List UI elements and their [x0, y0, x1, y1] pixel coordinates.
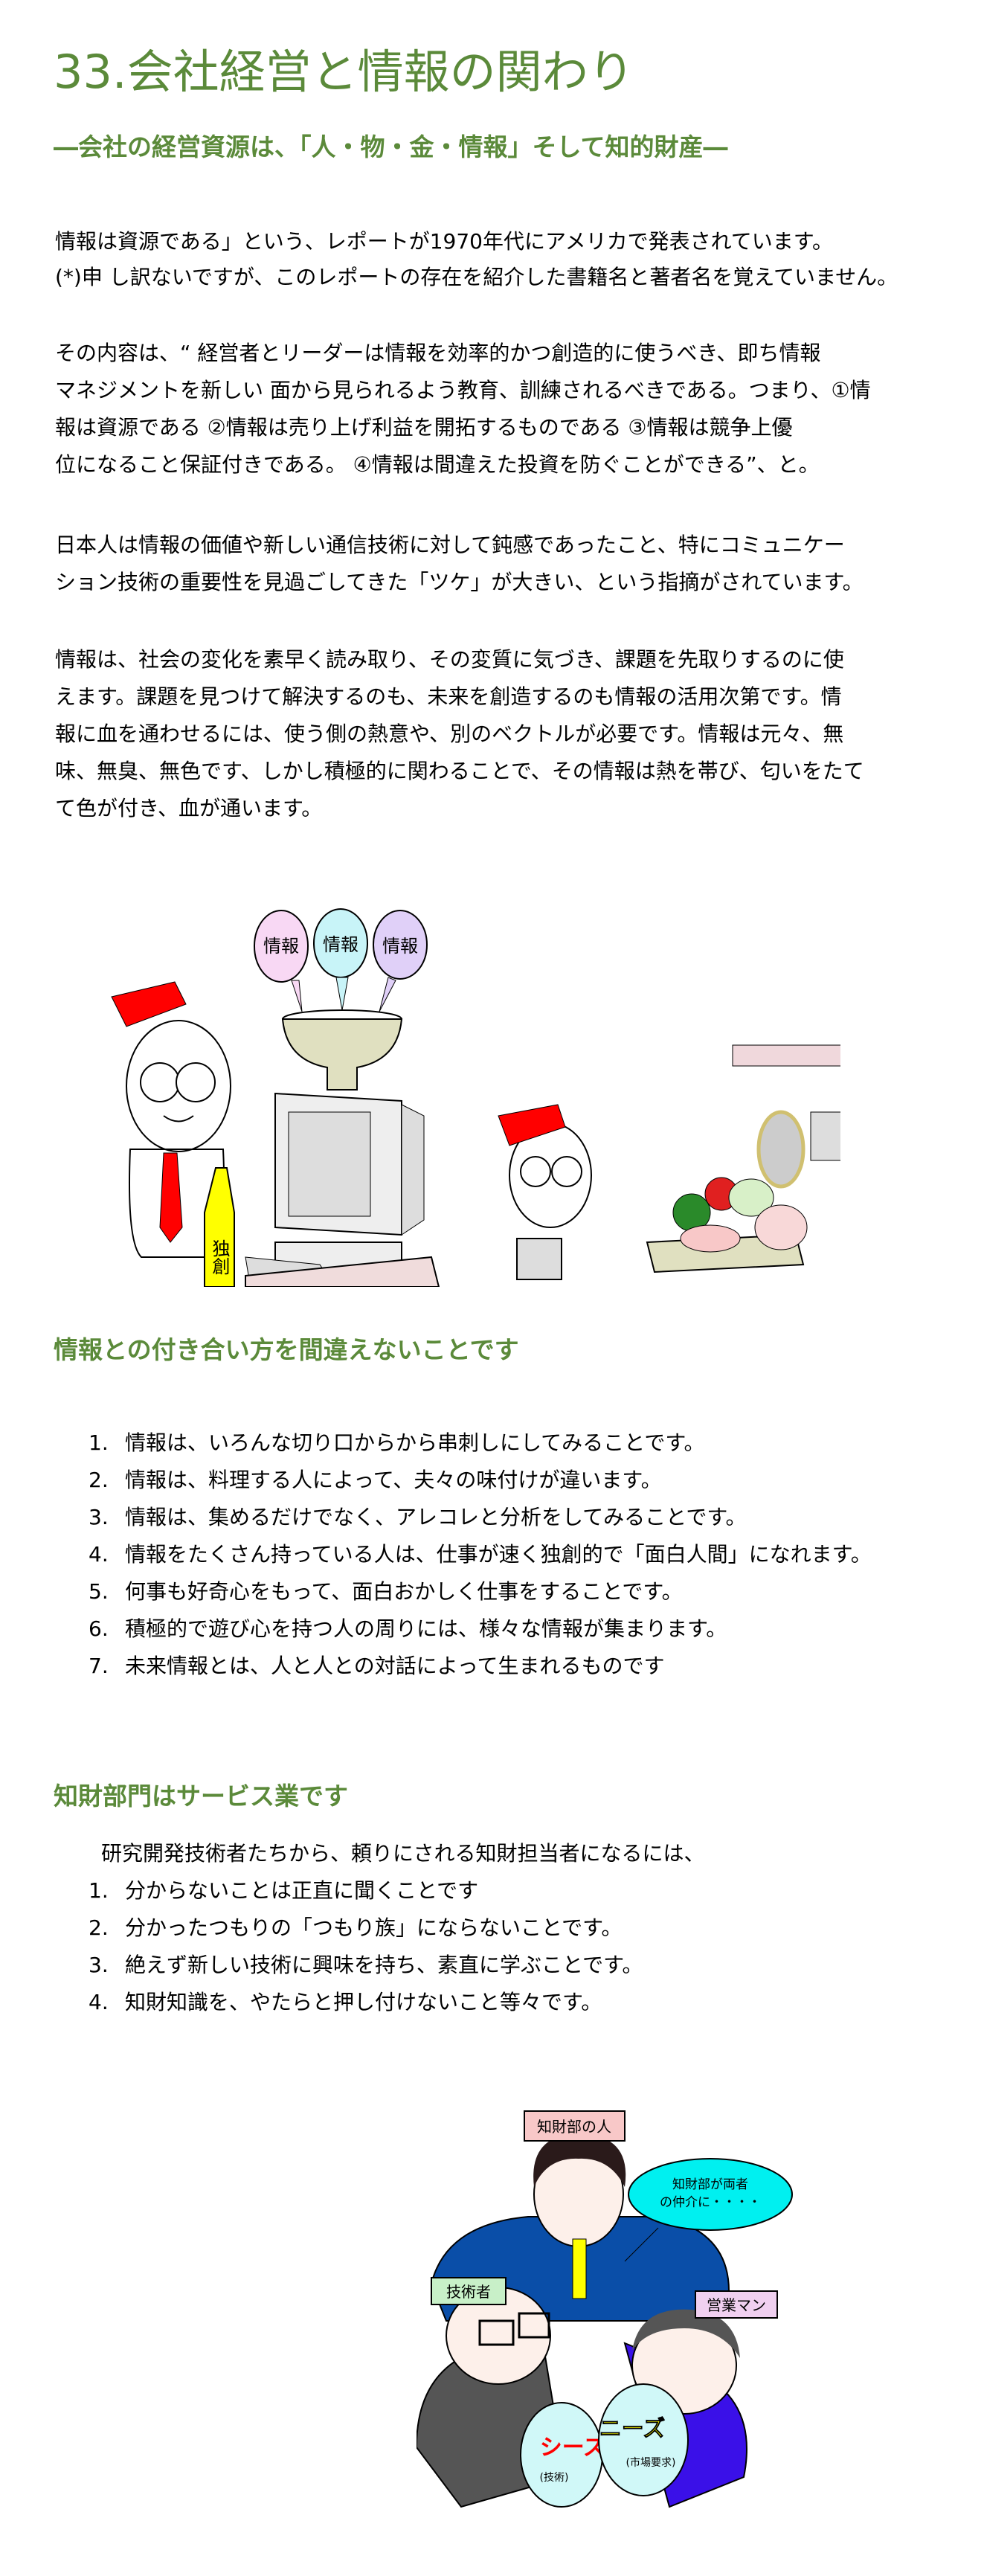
list-item: 知財知識を、やたらと押し付けないこと等々です。 [125, 1990, 602, 2014]
content-line: 報は資源である ②情報は売り上げ利益を開拓するものである ③情報は競争上優 [55, 415, 793, 440]
seeds-cloud: シーズ (技術) [520, 2402, 606, 2508]
list-item: 何事も好奇心をもって、面白おかしく仕事をすることです。 [125, 1579, 683, 1604]
funnel-computer [245, 1009, 440, 1287]
content-line: マネジメントを新しい 面から見られるよう教育、訓練されるべきである。つまり、①情 [55, 378, 871, 402]
list-item: 分かったつもりの「つもり族」にならないことです。 [125, 1915, 623, 1940]
page-title: 33.会社経営と情報の関わり [54, 45, 634, 99]
section-heading-info: 情報との付き合い方を間違えないことです [54, 1335, 519, 1364]
bottle-label: 独創 [209, 1239, 230, 1275]
needs-sub: (市場要求) [626, 2456, 676, 2469]
content-line: その内容は、“ 経営者とリーダーは情報を効率的かつ創造的に使うべき、即ち情報 [55, 341, 821, 365]
japan-line: 日本人は情報の価値や新しい通信技術に対して鈍感であったこと、特にコミュニケー [55, 533, 845, 557]
section-heading-service: 知財部門はサービス業です [54, 1782, 348, 1811]
list-number: 1. [89, 1430, 109, 1455]
bubble-text: 情報 [263, 936, 299, 957]
info-line: 報に血を通わせるには、使う側の熱意や、別のベクトルが必要です。情報は元々、無 [55, 722, 844, 746]
list-item: 情報をたくさん持っている人は、仕事が速く独創的で「面白人間」になれます。 [125, 1542, 872, 1567]
info-line: 情報は、社会の変化を素早く読み取り、その変質に気づき、課題を先取りするのに使 [55, 647, 844, 672]
speech-line: の仲介に・・・・ [660, 2195, 761, 2210]
page-subtitle: ―会社の経営資源は、「人・物・金・情報」そして知的財産― [54, 132, 728, 161]
list-number: 3. [89, 1505, 109, 1529]
speech-bubbles: 情報 情報 情報 [254, 908, 428, 1012]
list-number: 2. [89, 1468, 109, 1492]
illustration-ip-mediator: 知財部の人 知財部が両者 の仲介に・・・・ 技術者 営業マン シーズ (技術) … [417, 2110, 793, 2508]
list-item: 情報は、集めるだけでなく、アレコレと分析をしてみることです。 [125, 1505, 747, 1529]
content-line: 位になること保証付きである。 ④情報は間違えた投資を防ぐことができる”、と。 [55, 452, 820, 477]
needs-label: ニーズ [599, 2416, 666, 2442]
list-item: 積極的で遊び心を持つ人の周りには、様々な情報が集まります。 [125, 1616, 727, 1641]
bubble-text: 情報 [323, 934, 358, 955]
japan-line: ション技術の重要性を見過ごしてきた「ツケ」が大きい、という指摘がされています。 [55, 570, 864, 594]
list-item: 未来情報とは、人と人との対話によって生まれるものです [125, 1654, 665, 1678]
list-item: 情報は、料理する人によって、夫々の味付けが違います。 [125, 1468, 662, 1492]
list-number: 2. [89, 1915, 109, 1940]
label-engineer: 技術者 [446, 2283, 491, 2301]
list-item: 分からないことは正直に聞くことです [125, 1878, 479, 1903]
seeds-sub: (技術) [540, 2472, 569, 2484]
list-number: 4. [89, 1990, 109, 2014]
speech-cloud: 知財部が両者 の仲介に・・・・ [624, 2158, 793, 2262]
info-line: 味、無臭、無色です、しかし積極的に関わることで、その情報は熱を帯び、匂いをたて [55, 759, 864, 783]
professor-character-cooking [498, 1044, 840, 1280]
sake-bottle: 独創 [204, 1167, 235, 1287]
service-intro: 研究開発技術者たちから、頼りにされる知財担当者になるには、 [101, 1841, 705, 1866]
seeds-label: シーズ [540, 2435, 606, 2461]
intro-line: 情報は資源である」という、レポートが1970年代にアメリカで発表されています。 [55, 229, 833, 254]
list-number: 1. [89, 1878, 109, 1903]
speech-line: 知財部が両者 [672, 2177, 748, 2192]
list-number: 6. [89, 1616, 109, 1641]
list-number: 5. [89, 1579, 109, 1604]
list-number: 3. [89, 1953, 109, 1977]
info-line: えます。課題を見つけて解決するのも、未来を創造するのも情報の活用次第です。情 [55, 684, 842, 709]
label-sales: 営業マン [707, 2296, 766, 2314]
needs-cloud: ニーズ (市場要求) [598, 2383, 689, 2496]
label-ip-person: 知財部の人 [537, 2118, 611, 2136]
list-number: 4. [89, 1542, 109, 1567]
list-item: 情報は、いろんな切り口からから串刺しにしてみることです。 [125, 1430, 705, 1455]
bubble-text: 情報 [382, 936, 418, 957]
illustration-information-cooking: 情報 情報 情報 独創 [111, 908, 840, 1287]
intro-note: (*)申 し訳ないですが、このレポートの存在を紹介した書籍名と著者名を覚えていま… [55, 265, 898, 289]
list-item: 絶えず新しい技術に興味を持ち、素直に学ぶことです。 [125, 1953, 643, 1977]
info-line: て色が付き、血が通います。 [55, 796, 323, 820]
list-number: 7. [89, 1654, 109, 1678]
